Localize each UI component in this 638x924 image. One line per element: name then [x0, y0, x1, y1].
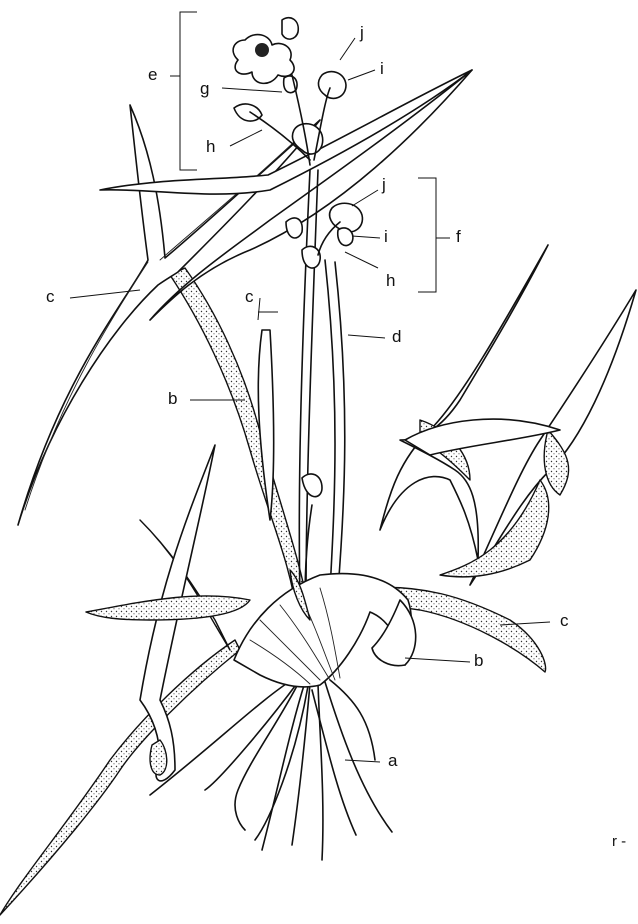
label-f: f — [456, 228, 461, 245]
lower-inflorescence — [286, 203, 362, 496]
label-i-lower: i — [384, 228, 388, 245]
upper-inflorescence — [233, 18, 346, 165]
label-i-upper: i — [380, 60, 384, 77]
label-g: g — [200, 80, 209, 97]
label-j-lower: j — [382, 176, 386, 193]
label-e: e — [148, 66, 157, 83]
corner-mark: r - — [612, 834, 626, 849]
label-j-upper: j — [360, 24, 364, 41]
right-leaves — [380, 245, 636, 585]
roots — [150, 678, 392, 860]
label-d: d — [392, 328, 401, 345]
label-c-mid: c — [245, 288, 254, 305]
label-a-roots: a — [388, 752, 397, 769]
label-h-upper: h — [206, 138, 215, 155]
label-b-base: b — [474, 652, 483, 669]
label-c-left: c — [46, 288, 55, 305]
label-c-right: c — [560, 612, 569, 629]
label-h-lower: h — [386, 272, 395, 289]
label-b-petiole: b — [168, 390, 177, 407]
lower-left-leaf — [0, 445, 240, 915]
